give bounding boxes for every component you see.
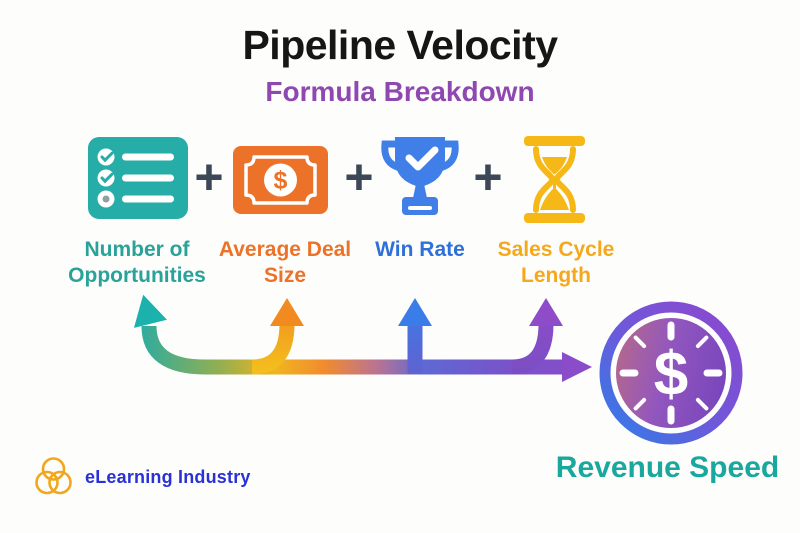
dollar-symbol: $ (654, 340, 688, 409)
label-win-rate: Win Rate (375, 238, 465, 261)
purple-up-arrowhead (529, 298, 563, 326)
brand-logo: eLearning Industry (31, 456, 251, 498)
right-arrowhead (562, 352, 592, 382)
plus-icon: + (194, 149, 224, 205)
brand-name: eLearning Industry (85, 466, 251, 487)
dollar-symbol: $ (274, 167, 288, 195)
page-title: Pipeline Velocity (242, 22, 558, 68)
money-bill-icon: $ (233, 146, 328, 214)
label-sales-cycle-length: Sales Cycle Length (497, 238, 615, 287)
label-average-deal-size: Average Deal Size (218, 238, 352, 287)
checklist-icon (88, 137, 188, 219)
plus-icon: + (344, 149, 374, 205)
trefoil-logo-icon (35, 457, 72, 495)
orange-up-arrowhead (270, 298, 304, 326)
page-subtitle: Formula Breakdown (265, 76, 535, 107)
label-number-of-opportunities: Number of Opportunities (68, 238, 206, 287)
label-revenue-speed: Revenue Speed (555, 451, 780, 484)
hourglass-icon (524, 136, 585, 223)
teal-up-arrowhead (133, 294, 167, 328)
plus-icon: + (473, 149, 503, 205)
blue-up-arrowhead (398, 298, 432, 326)
trophy-icon (381, 137, 459, 215)
speedometer-dollar-icon: $ (599, 301, 743, 445)
